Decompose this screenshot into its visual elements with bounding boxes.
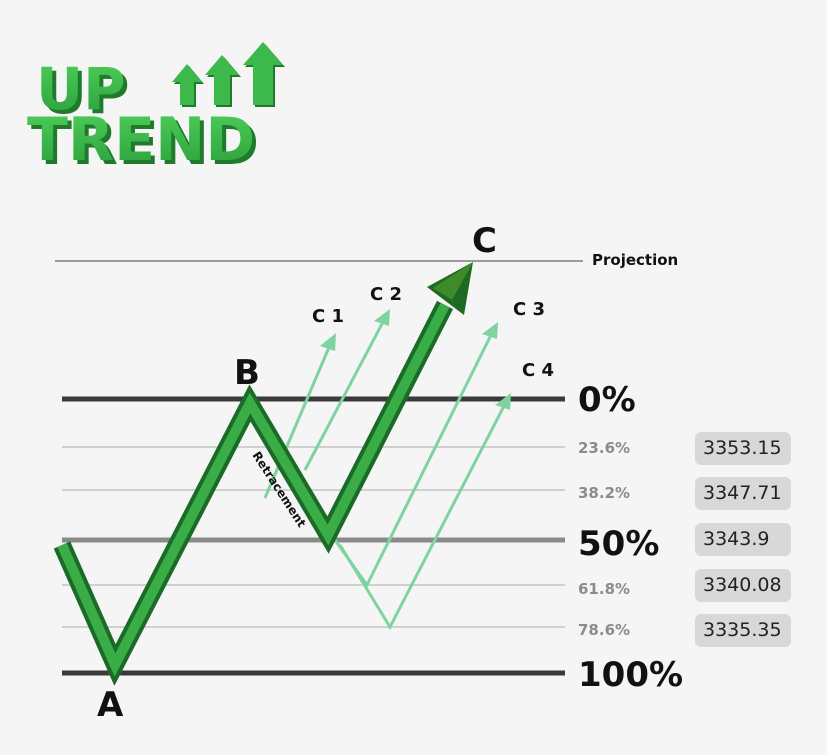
c4-path bbox=[338, 403, 507, 631]
level-value-23-6: 3353.15 bbox=[695, 432, 791, 465]
level-pct-0: 0% bbox=[578, 380, 636, 420]
level-value-50: 3343.9 bbox=[695, 523, 791, 556]
logo-line-1-shadow: UP bbox=[40, 59, 130, 127]
c4-arrowhead bbox=[495, 393, 511, 410]
target-c3-label: C 3 bbox=[513, 299, 545, 320]
projection-paths bbox=[263, 319, 507, 631]
c2-path bbox=[303, 319, 386, 471]
logo-line-2: TREND bbox=[27, 105, 255, 175]
level-pct-100: 100% bbox=[578, 655, 683, 695]
level-pct-50: 50% bbox=[578, 524, 659, 564]
target-c1-label: C 1 bbox=[312, 306, 344, 327]
target-c2-label: C 2 bbox=[370, 284, 402, 305]
c1-path bbox=[263, 344, 332, 499]
target-c4-label: C 4 bbox=[522, 360, 554, 381]
up-trend-logo: UP UP TREND TREND bbox=[27, 42, 285, 179]
main-trend-path bbox=[53, 262, 473, 686]
c1-arrowhead bbox=[320, 333, 336, 351]
c3-arrowhead bbox=[482, 322, 498, 339]
level-value-38-2: 3347.71 bbox=[695, 477, 791, 510]
c2-arrowhead bbox=[374, 309, 390, 326]
logo-line-1: UP bbox=[36, 55, 126, 123]
point-c-label: C bbox=[472, 221, 497, 261]
level-value-78-6: 3335.35 bbox=[695, 614, 791, 647]
level-pct-61-8: 61.8% bbox=[578, 580, 630, 598]
level-value-61-8: 3340.08 bbox=[695, 569, 791, 602]
level-pct-78-6: 78.6% bbox=[578, 621, 630, 639]
logo-line-2-shadow: TREND bbox=[31, 109, 259, 179]
level-pct-38-2: 38.2% bbox=[578, 484, 630, 502]
projection-arrowheads bbox=[320, 309, 511, 410]
projection-label: Projection bbox=[592, 251, 678, 269]
point-a-label: A bbox=[97, 685, 124, 725]
point-b-label: B bbox=[234, 353, 260, 393]
main-arrowhead-face bbox=[433, 262, 473, 300]
level-pct-23-6: 23.6% bbox=[578, 439, 630, 457]
up-arrows-icon bbox=[172, 42, 285, 107]
